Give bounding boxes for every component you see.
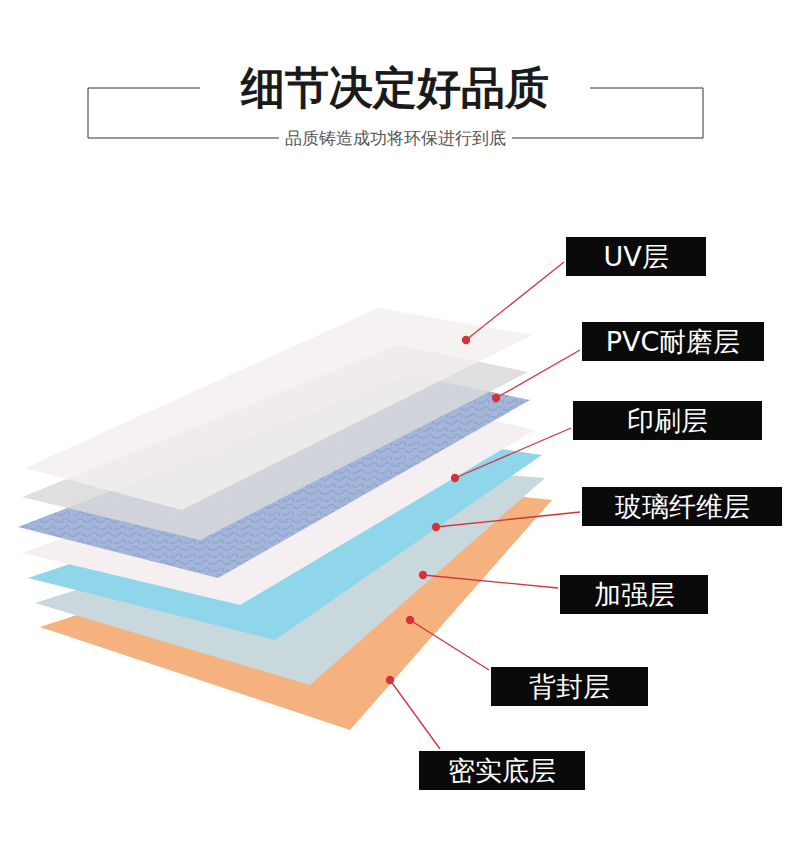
layer-label: 背封层 xyxy=(507,669,632,704)
layer-label-box: UV层 xyxy=(566,237,706,276)
layer-label-box: 密实底层 xyxy=(419,751,585,790)
layer-label-box: 背封层 xyxy=(491,667,648,706)
layer-label-box: 加强层 xyxy=(560,575,708,614)
layer-label: 密实底层 xyxy=(435,753,569,788)
heading: 细节决定好品质 xyxy=(231,59,559,118)
layer-label: 加强层 xyxy=(576,577,692,612)
layer-label-box: PVC耐磨层 xyxy=(582,322,764,361)
layer-label: 印刷层 xyxy=(589,403,746,438)
layer-label-box: 玻璃纤维层 xyxy=(582,487,782,526)
layer-label: 玻璃纤维层 xyxy=(598,489,766,524)
uv-layer xyxy=(25,308,532,510)
layer-label: UV层 xyxy=(582,239,690,274)
layer-label: PVC耐磨层 xyxy=(598,324,748,359)
layer-label-box: 印刷层 xyxy=(573,401,762,440)
subtitle: 品质铸造成功将环保进行到底 xyxy=(279,127,512,150)
